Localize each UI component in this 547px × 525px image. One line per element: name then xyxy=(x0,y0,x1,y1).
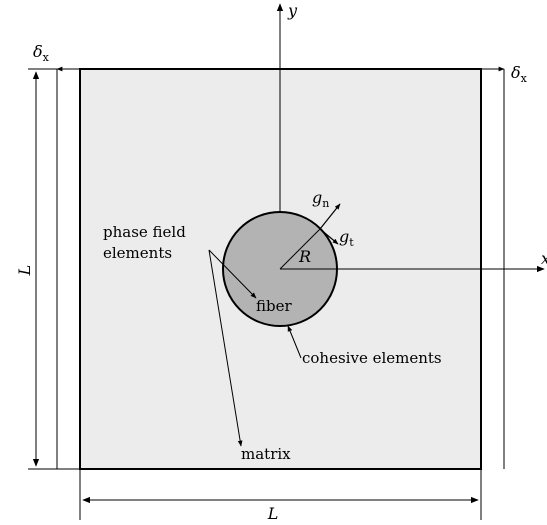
gn-arrow xyxy=(319,203,341,230)
L-left-label: L xyxy=(15,265,34,277)
cohesive-elements-label: cohesive elements xyxy=(302,349,442,367)
radius-label: R xyxy=(298,247,311,266)
gt-label: gt xyxy=(339,227,354,249)
x-axis-label: x xyxy=(541,249,547,268)
matrix-label: matrix xyxy=(241,445,291,463)
gt-arrow xyxy=(319,228,339,245)
fiber-label: fiber xyxy=(256,297,292,315)
phase-field-leader-matrix xyxy=(208,249,243,447)
gn-label: gn xyxy=(312,188,329,210)
phase-field-label-line2: elements xyxy=(103,244,172,262)
phase-field-leader-fiber xyxy=(208,249,257,299)
cohesive-leader xyxy=(287,325,302,359)
phase-field-label-line1: phase field xyxy=(103,223,186,241)
L-bottom-label: L xyxy=(267,504,279,523)
radius-line xyxy=(279,228,321,270)
delta-right-label: δx xyxy=(511,63,528,85)
delta-left-label: δx xyxy=(33,42,50,64)
y-axis-label: y xyxy=(287,1,298,20)
